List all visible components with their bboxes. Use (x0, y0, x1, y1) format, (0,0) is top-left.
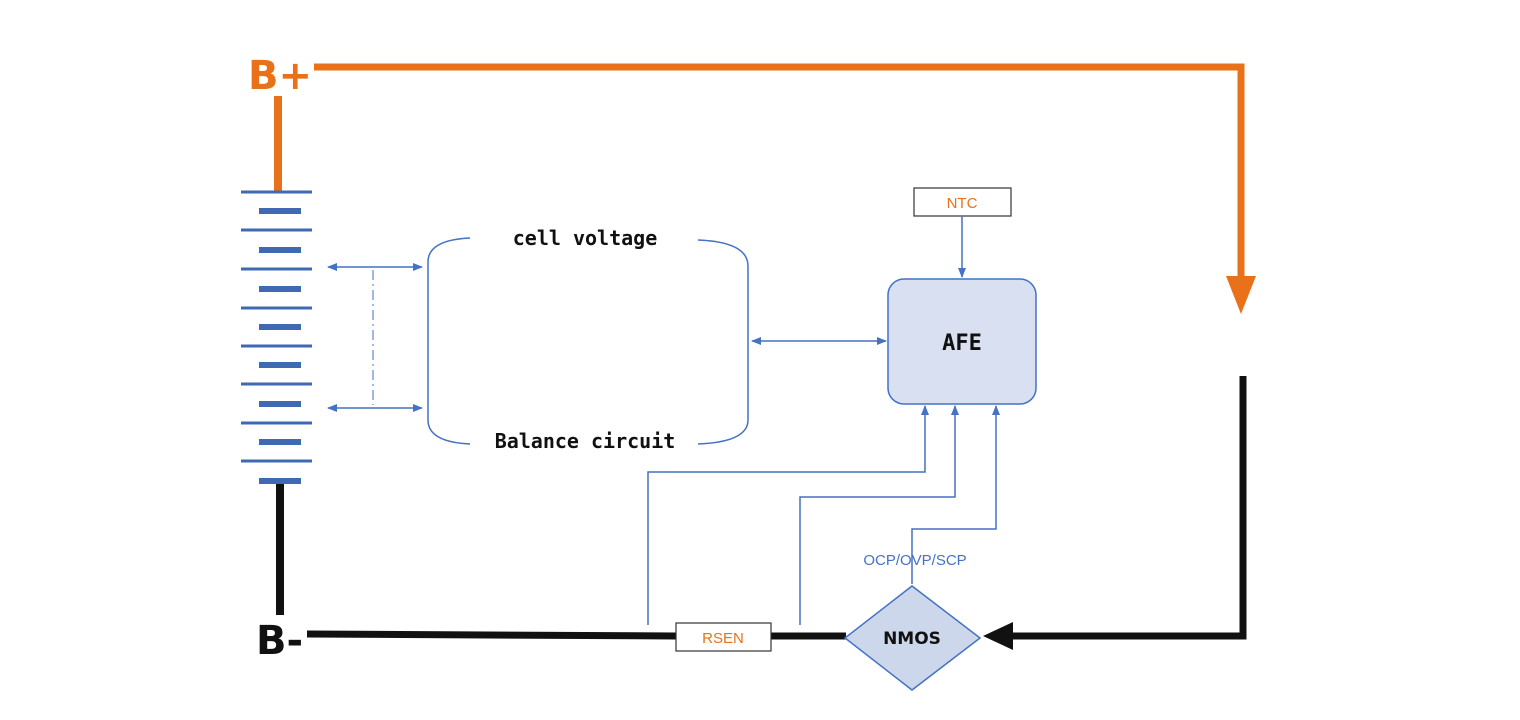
b-plus-label: B+ (248, 53, 312, 99)
nmos-block (843, 585, 982, 691)
sense-lines (647, 405, 1000, 625)
balance-circuit-label: Balance circuit (495, 429, 676, 453)
cell-tap-arrows (327, 263, 423, 412)
rsen-box (675, 622, 772, 652)
protection-label: OCP/OVP/SCP (863, 552, 966, 569)
battery-cell-stack (241, 190, 312, 484)
balance-block (427, 237, 749, 445)
cell-voltage-label: cell voltage (513, 226, 658, 250)
current-arrow-down (1226, 276, 1256, 314)
afe-block (887, 278, 1037, 405)
negative-rail (276, 376, 1247, 650)
rsen-label: RSEN (702, 630, 744, 647)
positive-rail (274, 63, 1256, 314)
afe-label: AFE (942, 331, 982, 356)
ntc-box (913, 187, 1012, 217)
b-minus-label: B- (256, 618, 303, 664)
current-arrow-left (983, 622, 1013, 650)
ntc-label: NTC (947, 195, 978, 212)
nmos-label: NMOS (883, 629, 941, 649)
